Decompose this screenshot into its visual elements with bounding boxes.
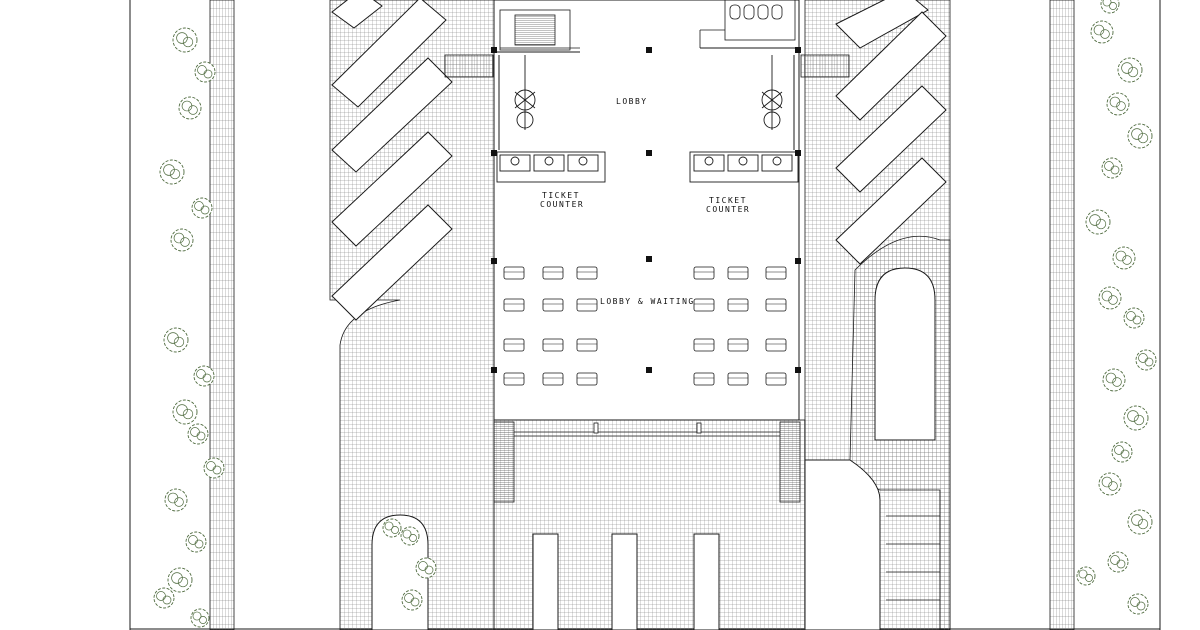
- waiting-seat: [503, 298, 525, 312]
- tree: [1112, 246, 1136, 270]
- waiting-seat: [576, 372, 598, 386]
- tree: [164, 488, 188, 512]
- waiting-seat: [693, 338, 715, 352]
- tree: [187, 423, 209, 445]
- tree: [415, 557, 437, 579]
- waiting-seat: [576, 298, 598, 312]
- waiting-seat: [503, 372, 525, 386]
- bus-bays-left: [331, 0, 453, 321]
- ticket-counter-left-label-line2: COUNTER: [540, 200, 584, 209]
- tree: [190, 608, 210, 628]
- waiting-seat: [765, 298, 787, 312]
- tree: [1106, 92, 1130, 116]
- ticket-counter-left-label-line1: TICKET: [542, 191, 580, 200]
- revolving-door-left: [514, 55, 536, 130]
- waiting-seat: [542, 372, 564, 386]
- tree: [172, 399, 198, 425]
- building-interior: [493, 0, 800, 421]
- lobby-label: LOBBY: [616, 97, 648, 106]
- parking-stalls-right: [886, 490, 941, 630]
- tree: [1076, 566, 1096, 586]
- tree: [1135, 349, 1157, 371]
- tree: [170, 228, 194, 252]
- sidewalk-right: [1049, 0, 1075, 630]
- tree: [191, 197, 213, 219]
- sidewalk-left: [209, 0, 235, 630]
- tree: [1127, 123, 1153, 149]
- tree: [1090, 20, 1114, 44]
- tree: [1098, 286, 1122, 310]
- waiting-seat: [542, 298, 564, 312]
- waiting-seat: [542, 338, 564, 352]
- ticket-counter-right: [689, 151, 799, 183]
- tree-row-left: [153, 27, 225, 628]
- ticket-counter-right-label-line1: TICKET: [709, 196, 747, 205]
- bus-bays-right: [835, 0, 947, 265]
- tree: [163, 327, 189, 353]
- ticket-counter-left: [496, 151, 606, 183]
- tree-group-island: [382, 518, 437, 611]
- tree: [167, 567, 193, 593]
- waiting-seat: [693, 298, 715, 312]
- tree: [1102, 368, 1126, 392]
- waiting-seats: [503, 266, 787, 386]
- waiting-seat: [727, 338, 749, 352]
- tree: [382, 518, 402, 538]
- stair-upper-left: [499, 9, 580, 51]
- tree: [1100, 0, 1120, 14]
- waiting-seat: [693, 266, 715, 280]
- tree: [401, 589, 423, 611]
- revolving-door-right: [761, 55, 783, 130]
- waiting-seat: [576, 338, 598, 352]
- restroom-upper-right: [699, 0, 796, 48]
- tree: [193, 365, 215, 387]
- waiting-seat: [727, 372, 749, 386]
- tree: [1107, 551, 1129, 573]
- tree: [172, 27, 198, 53]
- waiting-seat: [503, 338, 525, 352]
- tree: [1123, 405, 1149, 431]
- tree: [159, 159, 185, 185]
- tree: [185, 531, 207, 553]
- waiting-seat: [542, 266, 564, 280]
- waiting-seat: [765, 338, 787, 352]
- tree: [1085, 209, 1111, 235]
- lobby-walls: [493, 47, 800, 150]
- tree: [1127, 509, 1153, 535]
- tree: [1101, 157, 1123, 179]
- waiting-seat: [503, 266, 525, 280]
- columns: [491, 47, 801, 373]
- tree: [153, 587, 175, 609]
- waiting-seat: [765, 266, 787, 280]
- waiting-seat: [765, 372, 787, 386]
- tree: [400, 526, 420, 546]
- waiting-seat: [727, 298, 749, 312]
- tree-row-right: [1076, 0, 1157, 615]
- driveway-right: [804, 235, 951, 630]
- entry-stairs: [493, 421, 801, 503]
- waiting-seat: [727, 266, 749, 280]
- tree: [1127, 593, 1149, 615]
- tree: [203, 457, 225, 479]
- ticket-counter-right-label-line2: COUNTER: [706, 205, 750, 214]
- side-stairs: [444, 54, 850, 78]
- tree: [194, 61, 216, 83]
- lobby-waiting-label: LOBBY & WAITING: [600, 297, 695, 306]
- tree: [1111, 441, 1133, 463]
- tree: [178, 96, 202, 120]
- waiting-seat: [576, 266, 598, 280]
- tree: [1123, 307, 1145, 329]
- tree: [1117, 57, 1143, 83]
- waiting-seat: [693, 372, 715, 386]
- tree: [1098, 472, 1122, 496]
- platform-islands: [532, 533, 720, 630]
